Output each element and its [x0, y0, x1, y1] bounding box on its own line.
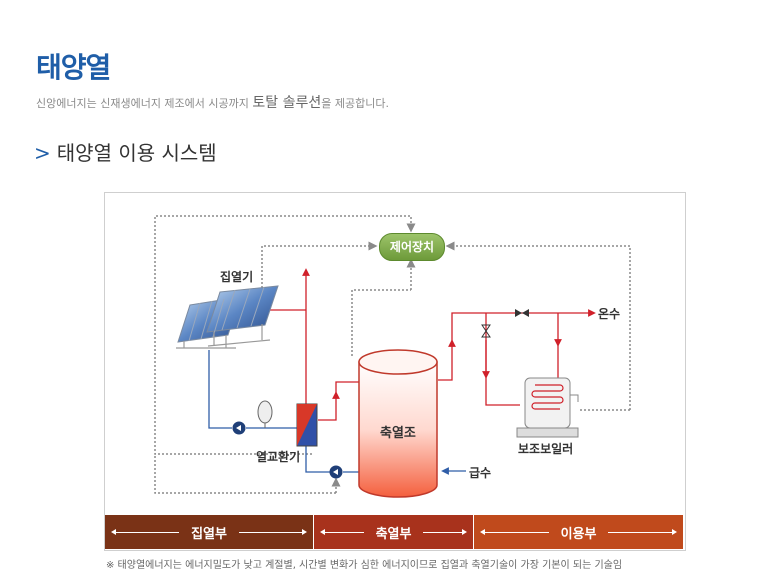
page-title: 태양열	[36, 51, 111, 84]
stage-bar-store: 축열부	[314, 515, 473, 549]
storage-tank-label: 축열조	[380, 426, 416, 441]
control-lines	[154, 215, 631, 494]
stage-line-right	[423, 528, 467, 535]
boiler-icon	[516, 377, 579, 438]
section-title: 태양열 이용 시스템	[56, 141, 217, 165]
stage-line-left	[320, 528, 364, 535]
stage-bar-use: 이용부	[474, 515, 683, 549]
stage-label-store: 축열부	[375, 526, 412, 542]
section-arrow-icon: >	[34, 141, 51, 165]
cold-pipes	[208, 350, 466, 475]
heat-exchanger-label: 열교환기	[256, 450, 301, 464]
stage-label-use: 이용부	[560, 526, 597, 542]
collector-label: 집열기	[220, 270, 254, 284]
stage-line-right	[608, 528, 677, 535]
hot-water-label: 온수	[598, 307, 621, 321]
page-subtitle: 신앙에너지는 신재생에너지 제조에서 시공까지 토탈 솔루션을 제공합니다.	[36, 92, 389, 112]
controller-node: 제어장치	[379, 233, 445, 261]
stage-line-left	[480, 528, 549, 535]
expansion-tank-icon	[257, 400, 273, 428]
hot-pipes	[270, 268, 596, 421]
footnote: ※ 태양열에너지는 에너지밀도가 낮고 계절별, 시간별 변화가 심한 에너지이…	[106, 560, 623, 571]
subtitle-pre: 신앙에너지는 신재생에너지 제조에서 시공까지	[36, 97, 253, 110]
stage-bar-collect: 집열부	[105, 515, 313, 549]
stage-line-left	[110, 528, 180, 535]
subtitle-emphasis: 토탈 솔루션	[252, 95, 322, 111]
heat-exchanger-icon	[296, 403, 318, 447]
supply-water-label: 급수	[469, 466, 492, 480]
solar-collector-icon	[176, 285, 279, 349]
subtitle-post: 을 제공합니다.	[321, 97, 389, 110]
storage-tank-icon	[358, 349, 438, 498]
pump-icon	[232, 421, 343, 479]
boiler-label: 보조보일러	[518, 442, 574, 456]
stage-label-collect: 집열부	[191, 526, 227, 542]
section-heading: >태양열 이용 시스템	[34, 137, 217, 166]
stage-line-right	[238, 528, 308, 535]
valve-icon	[481, 309, 529, 338]
